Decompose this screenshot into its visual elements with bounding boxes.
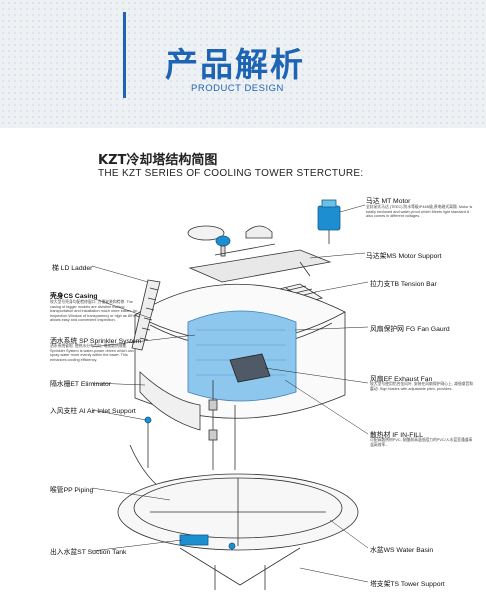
label-casing-desc: 较大型号壳身均配检修窗口, 方便安装和检修. The casing of big…: [50, 300, 138, 323]
label-tower-support: 塔支架TS Tower Support: [370, 581, 445, 588]
eliminator-drawing: [139, 371, 201, 431]
label-infill: 散热材 IF IN-FILL: [370, 432, 423, 439]
label-sprinkler-desc: 洒水系统省电, 使热水分布均匀, 增加散热效能. Sprinkler Syste…: [50, 344, 134, 362]
label-exhaust-desc: 较大型号使用铝合金风叶, 安装在风扇保护网心上, 减低噪音和震动. Sign b…: [370, 382, 473, 391]
label-fan-guard: 风扇保护网 FG Fan Gaurd: [370, 326, 450, 333]
fan-hub-drawing: [187, 225, 231, 257]
cap-drawing: [245, 225, 273, 239]
label-air-inlet: 入风支柱 AI Air Inlet Support: [50, 408, 136, 415]
page-subtitle: PRODUCT DESIGN: [191, 83, 284, 94]
label-piping: 喉管PP Piping: [50, 487, 94, 494]
label-motor: 马达 MT Motor: [366, 198, 411, 205]
motor-support-drawing: [188, 243, 332, 301]
label-casing: 壳身CS Casing: [50, 293, 98, 300]
label-infill-desc: 可配高散热材PVC, 耐酸耐高温低阻力的PVC/入水蓝室通道高温高效率...: [370, 438, 473, 447]
section-heading-cn: KZT冷却塔结构简图: [98, 153, 218, 168]
accent-bar: [123, 12, 126, 98]
infill-drawing: [187, 310, 297, 402]
label-motor-desc: 全封闭式马达 (TEEC) 防水等级IP44B级,原电磁式离隔. Motor i…: [366, 205, 473, 219]
label-motor-support: 马达架MS Motor Support: [366, 253, 442, 260]
label-sprinkler: 洒水系统 SP Sprinkler System: [50, 338, 142, 345]
water-basin-drawing: [117, 473, 359, 551]
ladder-drawing: [131, 279, 161, 351]
motor-drawing: [317, 199, 341, 244]
section-heading-en: THE KZT SERIES OF COOLING TOWER STERCTUR…: [98, 168, 364, 179]
page-title: 产品解析: [165, 45, 305, 84]
label-tension-bar: 拉力支TB Tension Bar: [370, 281, 437, 288]
suction-tank-drawing: [179, 534, 209, 546]
label-ladder: 梯 LD Ladder: [52, 265, 93, 272]
label-eliminator: 隔水栅ET Eliminator: [50, 381, 112, 388]
label-exhaust-fan: 风扇EF Exhaust Fan: [370, 376, 433, 383]
label-water-basin: 水盆WS Water Basin: [370, 547, 434, 554]
tower-support-drawing: [179, 542, 301, 590]
sprinkler-drawing: [208, 380, 236, 470]
label-suction-tank: 出入水盆ST Suction Tank: [50, 549, 127, 556]
header-banner: 产品解析 PRODUCT DESIGN: [0, 0, 486, 128]
